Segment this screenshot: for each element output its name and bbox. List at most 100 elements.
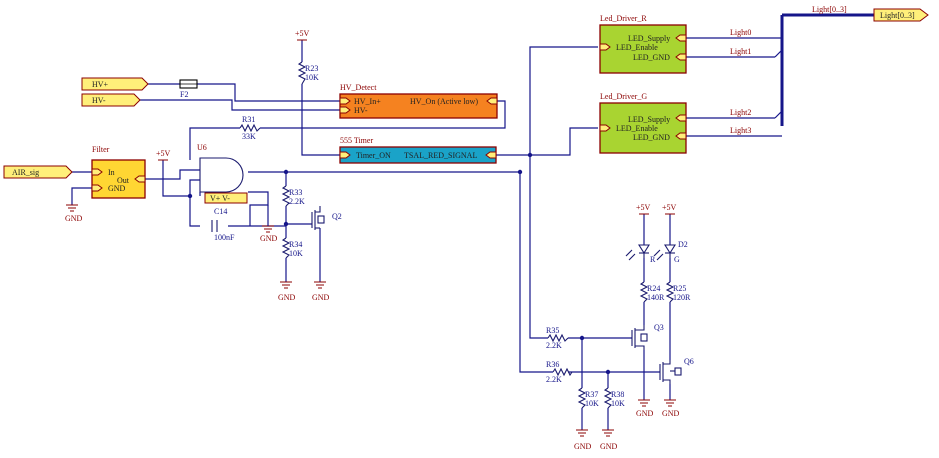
r36-ref: R36	[546, 360, 559, 369]
r34-ref: R34	[289, 240, 302, 249]
filter-in-label: In	[108, 168, 115, 177]
port-hv-plus-label: HV+	[92, 80, 109, 89]
svg-text:GND: GND	[662, 409, 680, 418]
svg-text:GND: GND	[65, 214, 83, 223]
port-hv-minus[interactable]: HV-	[81, 93, 141, 107]
resistor-r38[interactable]: R38 10K	[603, 387, 625, 409]
svg-text:+5V: +5V	[295, 29, 310, 38]
hv-in-plus-label: HV_In+	[354, 97, 381, 106]
hv-detect-title: HV_Detect	[340, 83, 377, 92]
led-g-supply-label: LED_Supply	[628, 115, 670, 124]
timer-title: 555 Timer	[340, 136, 373, 145]
gnd-symbol-r37: GND	[574, 429, 592, 451]
u6-ref: U6	[197, 143, 207, 152]
led-green[interactable]: D2 G	[653, 240, 688, 264]
led-g-enable-label: LED_Enable	[616, 124, 658, 133]
r35-ref: R35	[546, 326, 559, 335]
light-bus	[774, 13, 874, 126]
resistor-r36[interactable]: R36 2.2K	[546, 360, 573, 384]
svg-text:GND: GND	[636, 409, 654, 418]
c14-ref: C14	[214, 207, 227, 216]
resistor-r25[interactable]: R25 120R	[665, 281, 691, 303]
led-driver-g-title: Led_Driver_G	[600, 92, 647, 101]
r24-ref: R24	[647, 284, 660, 293]
r23-ref: R23	[305, 64, 318, 73]
r25-ref: R25	[673, 284, 686, 293]
svg-text:GND: GND	[312, 293, 330, 302]
r33-value: 2.2K	[289, 197, 305, 206]
led-r-supply-label: LED_Supply	[628, 34, 670, 43]
net-light3: Light3	[730, 126, 751, 135]
q2-ref: Q2	[332, 212, 342, 221]
resistor-r34[interactable]: R34 10K	[281, 237, 303, 259]
vcc-symbol-led-green: +5V	[662, 203, 677, 215]
led-driver-r-title: Led_Driver_R	[600, 14, 647, 23]
gnd-symbol-filter: GND	[65, 204, 83, 223]
vcc-symbol-led-red: +5V	[636, 203, 651, 215]
q6-ref: Q6	[684, 357, 694, 366]
net-light0: Light0	[730, 28, 751, 37]
r35-value: 2.2K	[546, 341, 562, 350]
resistor-r31[interactable]: R31 33K	[239, 115, 261, 141]
f2-ref: F2	[180, 90, 188, 99]
port-light-bus[interactable]: Light[0..3]	[873, 8, 929, 22]
net-light-bus: Light[0..3]	[812, 5, 847, 14]
svg-text:GND: GND	[278, 293, 296, 302]
hv-detect-block[interactable]: HV_Detect HV_In+ HV- HV_On (Active low)	[339, 83, 498, 119]
q3-ref: Q3	[654, 323, 664, 332]
vcc-symbol-u6: +5V	[156, 149, 171, 161]
mosfet-q3[interactable]: Q3	[631, 323, 664, 350]
hv-on-label: HV_On (Active low)	[410, 97, 478, 106]
vcc-symbol-r23: +5V	[295, 29, 310, 41]
gnd-symbol-q3: GND	[636, 399, 654, 418]
r31-ref: R31	[242, 115, 255, 124]
r24-value: 140R	[647, 293, 665, 302]
led-g-gnd-label: LED_GND	[633, 133, 670, 142]
resistor-r23[interactable]: R23 10K	[297, 61, 319, 85]
timer-block[interactable]: 555 Timer Timer_ON TSAL_RED_SIGNAL	[339, 136, 497, 164]
gnd-symbol-r34: GND	[278, 281, 296, 302]
filter-block[interactable]: Filter In Out GND	[91, 145, 146, 199]
led-driver-r-block[interactable]: Led_Driver_R LED_Supply LED_Enable LED_G…	[599, 14, 687, 74]
port-light-bus-label: Light[0..3]	[880, 11, 915, 20]
resistor-r37[interactable]: R37 10K	[577, 387, 599, 409]
r33-ref: R33	[289, 188, 302, 197]
filter-out-label: Out	[117, 176, 130, 185]
mosfet-q6[interactable]: Q6	[659, 357, 694, 384]
port-air-sig[interactable]: AIR_sig	[3, 165, 73, 179]
r37-value: 10K	[585, 399, 599, 408]
r34-value: 10K	[289, 249, 303, 258]
led-red-mark: R	[650, 255, 656, 264]
led-green-mark: G	[674, 255, 680, 264]
port-hv-plus[interactable]: HV+	[81, 77, 149, 91]
tsal-label: TSAL_RED_SIGNAL	[404, 151, 477, 160]
r38-value: 10K	[611, 399, 625, 408]
svg-text:+5V: +5V	[662, 203, 677, 212]
svg-text:GND: GND	[260, 234, 278, 243]
net-light2: Light2	[730, 108, 751, 117]
capacitor-c14[interactable]: C14 100nF	[211, 207, 235, 242]
u6-and-gate[interactable]: U6 V+ V-	[197, 143, 248, 204]
wires	[71, 37, 782, 430]
svg-text:+5V: +5V	[636, 203, 651, 212]
resistor-r35[interactable]: R35 2.2K	[546, 326, 569, 350]
gnd-symbol-r38: GND	[600, 429, 618, 451]
mosfet-q2[interactable]: Q2	[311, 206, 342, 230]
timer-on-label: Timer_ON	[356, 151, 391, 160]
r38-ref: R38	[611, 390, 624, 399]
led-driver-g-block[interactable]: Led_Driver_G LED_Supply LED_Enable LED_G…	[599, 92, 687, 154]
fuse-f2[interactable]: F2	[179, 79, 198, 99]
filter-gnd-label: GND	[108, 184, 126, 193]
r37-ref: R37	[585, 390, 598, 399]
d2-ref: D2	[678, 240, 688, 249]
r23-value: 10K	[305, 73, 319, 82]
resistor-r33[interactable]: R33 2.2K	[281, 185, 305, 207]
port-hv-minus-label: HV-	[92, 96, 106, 105]
led-red[interactable]: R	[625, 244, 656, 264]
filter-title: Filter	[92, 145, 110, 154]
gnd-symbol-q2: GND	[312, 281, 330, 302]
svg-text:GND: GND	[600, 442, 618, 451]
resistor-r24[interactable]: R24 140R	[639, 281, 665, 303]
port-air-sig-label: AIR_sig	[12, 168, 39, 177]
